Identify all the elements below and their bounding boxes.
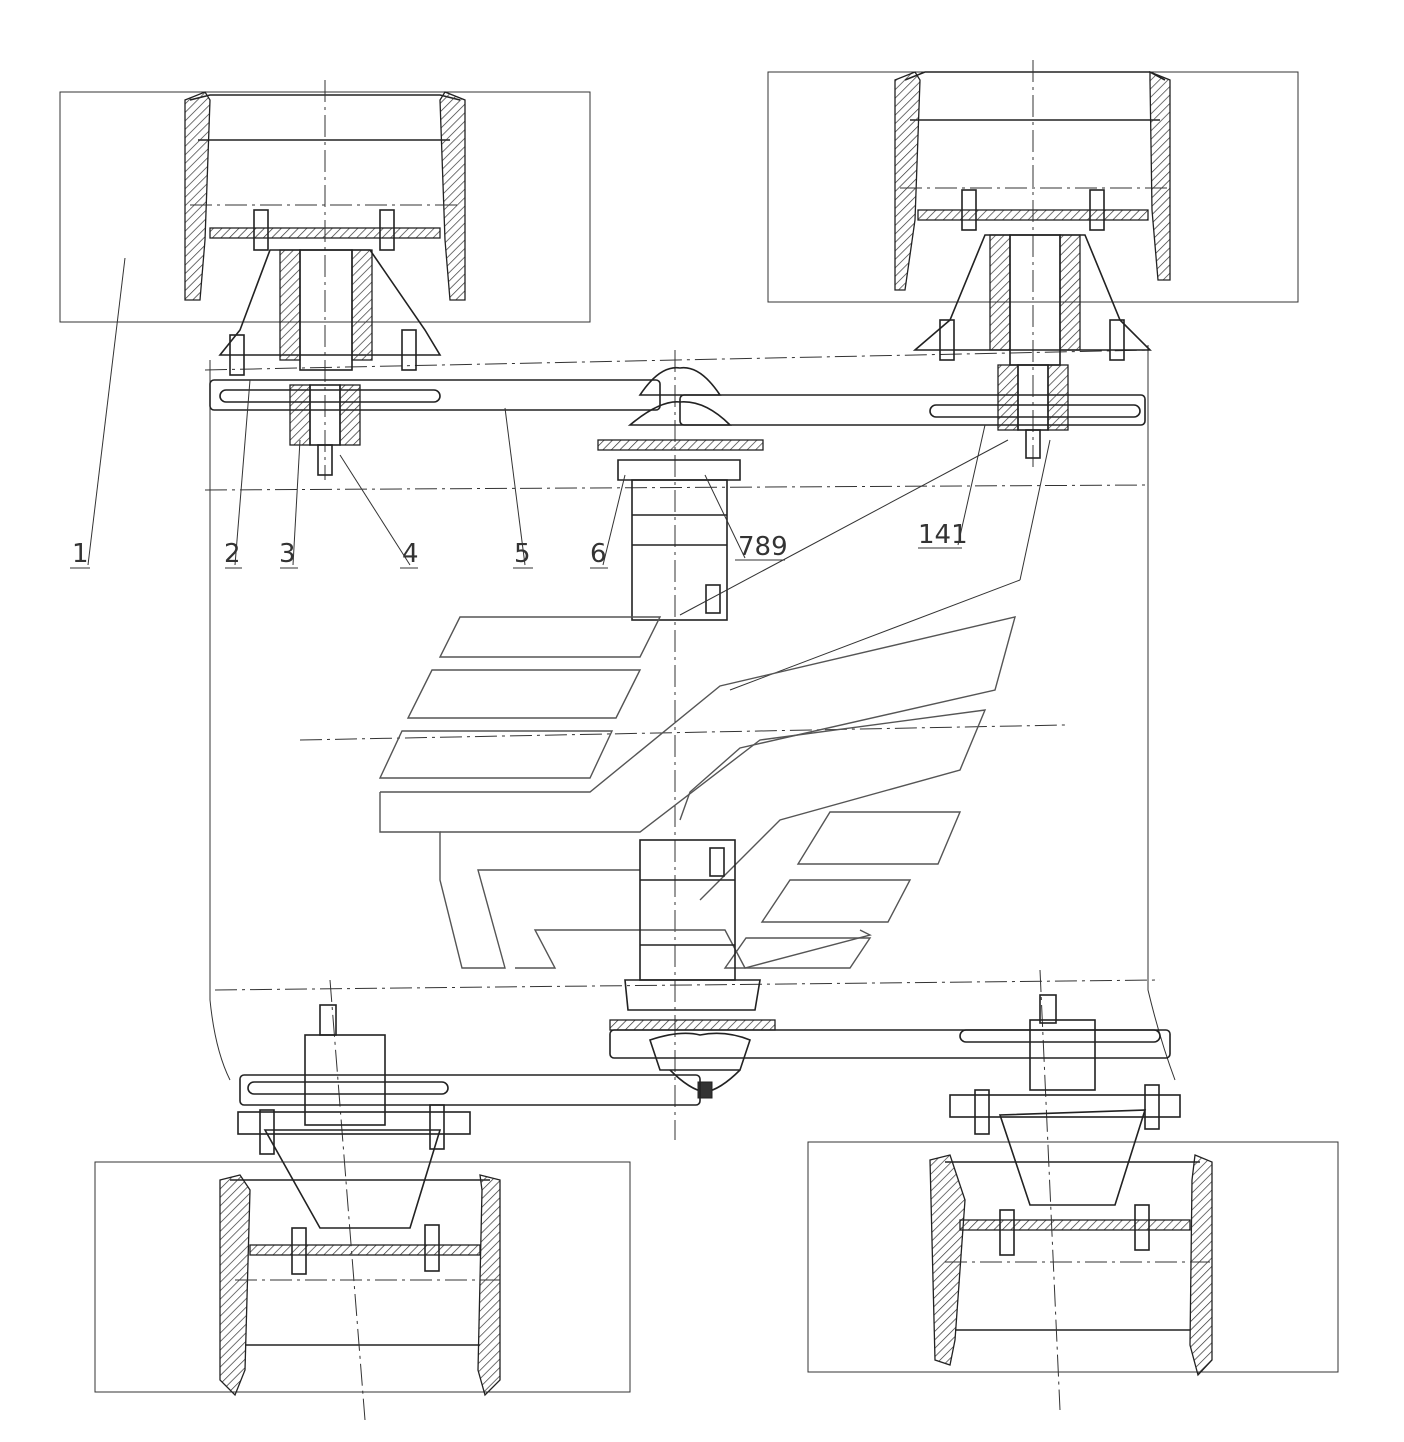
wheel-bottom-left	[94, 979, 701, 1421]
central-drive-bottom	[609, 839, 776, 1099]
central-drive-top	[597, 350, 764, 1140]
wheel-bottom-right	[609, 969, 1339, 1411]
callout-141: 141	[918, 520, 968, 550]
callout-5: 5	[514, 539, 531, 569]
tire-outline-bottom-left	[94, 1161, 631, 1393]
callout-789: 789	[738, 532, 788, 562]
callout-labels: 1 2 3 4 5 6 789 141	[72, 520, 968, 569]
logo-watermark	[378, 616, 1016, 969]
callout-1: 1	[72, 539, 89, 569]
callout-6: 6	[590, 539, 607, 569]
wheel-top-right	[679, 60, 1299, 470]
tire-outline-bottom-right	[807, 1141, 1339, 1373]
wheel-top-left	[59, 80, 661, 480]
leader-lines	[70, 257, 986, 569]
callout-4: 4	[402, 539, 419, 569]
callout-2: 2	[224, 539, 241, 569]
callout-3: 3	[279, 539, 296, 569]
frame-outline	[204, 345, 1176, 1081]
